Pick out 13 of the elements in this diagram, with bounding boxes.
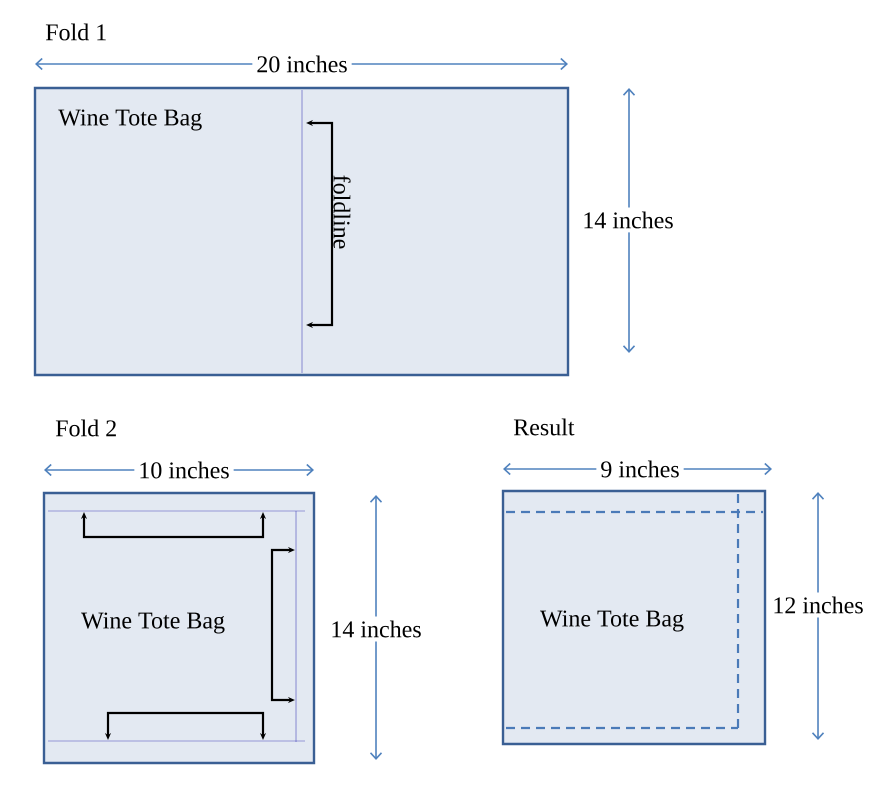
- dimension-label: 14 inches: [578, 208, 678, 232]
- dimension-label: 12 inches: [768, 592, 868, 618]
- bag-label: Wine Tote Bag: [81, 612, 225, 634]
- dimension-label: 20 inches: [252, 52, 352, 76]
- heading: Fold 1: [46, 24, 106, 40]
- dimension-label: 9 inches: [596, 456, 684, 482]
- bag-label: Wine Tote Bag: [58, 109, 202, 131]
- heading: Result: [514, 418, 574, 436]
- fold-label: foldline: [333, 175, 351, 248]
- dimension-label: 14 inches: [326, 616, 426, 642]
- bag-label: Wine Tote Bag: [540, 610, 684, 632]
- dimension-label: 10 inches: [134, 458, 234, 482]
- heading: Fold 2: [56, 420, 116, 436]
